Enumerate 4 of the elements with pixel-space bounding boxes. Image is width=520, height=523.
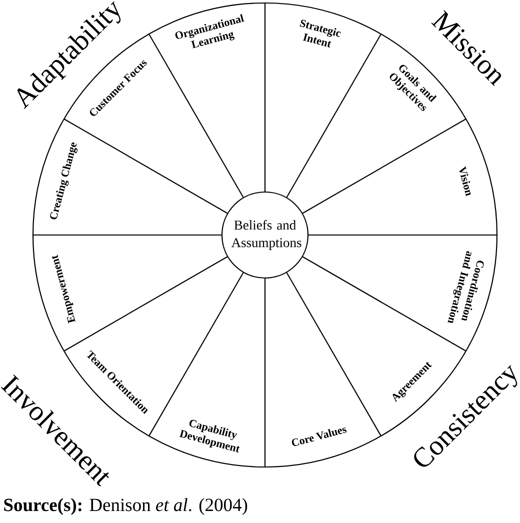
segment-label: Core Values bbox=[292, 428, 346, 446]
source-note: Source(s): Denison et al. (2004) bbox=[4, 498, 248, 515]
segment-label: Strategic Intent bbox=[300, 20, 341, 48]
segment-label: Vision bbox=[459, 166, 471, 196]
